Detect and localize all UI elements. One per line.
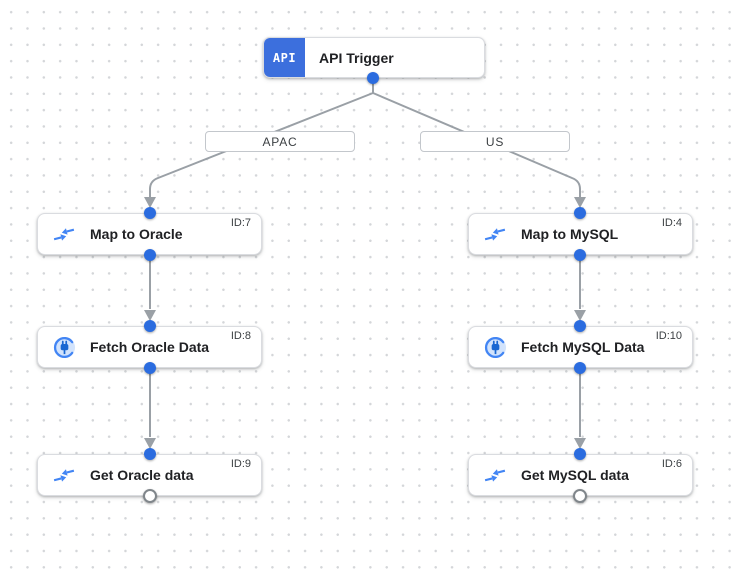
- task-node-label: Fetch Oracle Data: [90, 339, 210, 355]
- input-port-dot[interactable]: [574, 320, 586, 332]
- task-node-label: Get Oracle data: [90, 467, 194, 483]
- output-port-dot[interactable]: [144, 249, 156, 261]
- task-node-get-mysql-data[interactable]: Get MySQL data ID:6: [468, 454, 693, 496]
- data-mapping-icon: [52, 463, 76, 487]
- task-node-label: Get MySQL data: [521, 467, 629, 483]
- input-port-dot[interactable]: [144, 207, 156, 219]
- task-node-fetch-mysql-data[interactable]: Fetch MySQL Data ID:10: [468, 326, 693, 368]
- connector-icon: [483, 335, 507, 359]
- input-port-dot[interactable]: [574, 207, 586, 219]
- open-output-port-dot[interactable]: [143, 489, 157, 503]
- output-port-dot[interactable]: [574, 249, 586, 261]
- input-port-dot[interactable]: [144, 320, 156, 332]
- connector-icon: [52, 335, 76, 359]
- arrowhead-map-oracle: [144, 197, 156, 208]
- api-trigger-icon: API: [264, 38, 305, 77]
- task-node-id-badge: ID:10: [655, 330, 682, 342]
- edge-label-us[interactable]: US: [420, 131, 570, 152]
- trigger-node-label: API Trigger: [319, 49, 394, 66]
- trigger-node-api-trigger[interactable]: API API Trigger: [263, 37, 485, 78]
- input-port-dot[interactable]: [574, 448, 586, 460]
- trigger-output-port-dot[interactable]: [367, 72, 379, 84]
- edge-trigger-apac-map-oracle: [149, 92, 374, 198]
- edge-label-text: APAC: [262, 134, 298, 149]
- task-node-id-badge: ID:8: [230, 330, 251, 342]
- edge-label-text: US: [485, 134, 505, 149]
- arrowhead-get-oracle: [144, 438, 156, 449]
- output-port-dot[interactable]: [144, 362, 156, 374]
- task-node-map-to-oracle[interactable]: Map to Oracle ID:7: [37, 213, 262, 255]
- task-node-id-badge: ID:9: [230, 458, 251, 470]
- arrowhead-fetch-mysql: [574, 310, 586, 321]
- task-node-fetch-oracle-data[interactable]: Fetch Oracle Data ID:8: [37, 326, 262, 368]
- data-mapping-icon: [483, 463, 507, 487]
- arrowhead-fetch-oracle: [144, 310, 156, 321]
- open-output-port-dot[interactable]: [573, 489, 587, 503]
- task-node-label: Map to Oracle: [90, 226, 183, 242]
- task-node-map-to-mysql[interactable]: Map to MySQL ID:4: [468, 213, 693, 255]
- arrowhead-map-mysql: [574, 197, 586, 208]
- data-mapping-icon: [483, 222, 507, 246]
- task-node-id-badge: ID:6: [661, 458, 682, 470]
- edge-label-apac[interactable]: APAC: [205, 131, 355, 152]
- data-mapping-icon: [52, 222, 76, 246]
- output-port-dot[interactable]: [574, 362, 586, 374]
- task-node-id-badge: ID:4: [661, 217, 682, 229]
- task-node-label: Fetch MySQL Data: [521, 339, 645, 355]
- arrowhead-get-mysql: [574, 438, 586, 449]
- task-node-id-badge: ID:7: [230, 217, 251, 229]
- edge-trigger-us-map-mysql: [372, 92, 581, 198]
- input-port-dot[interactable]: [144, 448, 156, 460]
- task-node-label: Map to MySQL: [521, 226, 619, 242]
